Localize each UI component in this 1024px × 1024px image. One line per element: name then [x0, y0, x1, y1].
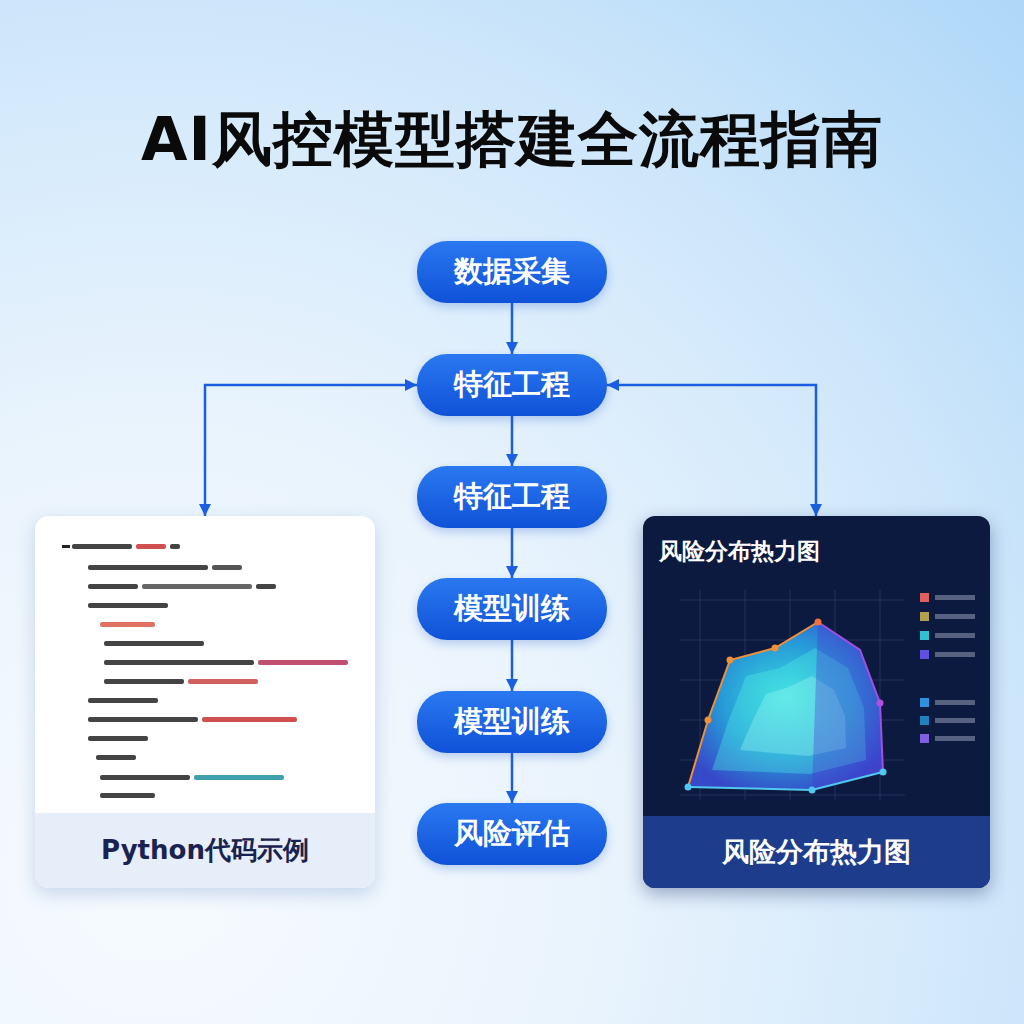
step-label: 特征工程	[454, 477, 570, 517]
flow-arrow	[511, 753, 514, 803]
process-pill: 风险评估	[417, 803, 607, 865]
step-label: 特征工程	[454, 365, 570, 405]
page-title: AI风控模型搭建全流程指南	[0, 100, 1024, 181]
panel-caption: 风险分布热力图	[643, 816, 990, 888]
step-label: 风险评估	[454, 814, 570, 854]
process-pill: 数据采集	[417, 241, 607, 303]
panel-caption: Python代码示例	[35, 813, 375, 888]
flow-arrow	[511, 528, 514, 578]
process-pill: 特征工程	[417, 354, 607, 416]
process-pill: 模型训练	[417, 578, 607, 640]
process-pill: 特征工程	[417, 466, 607, 528]
step-label: 数据采集	[454, 252, 570, 292]
flow-arrow	[607, 385, 816, 516]
flow-arrow	[511, 303, 514, 354]
panel-heading: 风险分布热力图	[643, 516, 990, 567]
code-panel: Python代码示例	[35, 516, 375, 888]
flow-arrow	[511, 640, 514, 691]
process-pill: 模型训练	[417, 691, 607, 753]
step-label: 模型训练	[454, 702, 570, 742]
flow-arrow	[511, 416, 514, 466]
chart-panel: 风险分布热力图风险分布热力图	[643, 516, 990, 888]
flow-arrow	[205, 385, 417, 516]
step-label: 模型训练	[454, 589, 570, 629]
